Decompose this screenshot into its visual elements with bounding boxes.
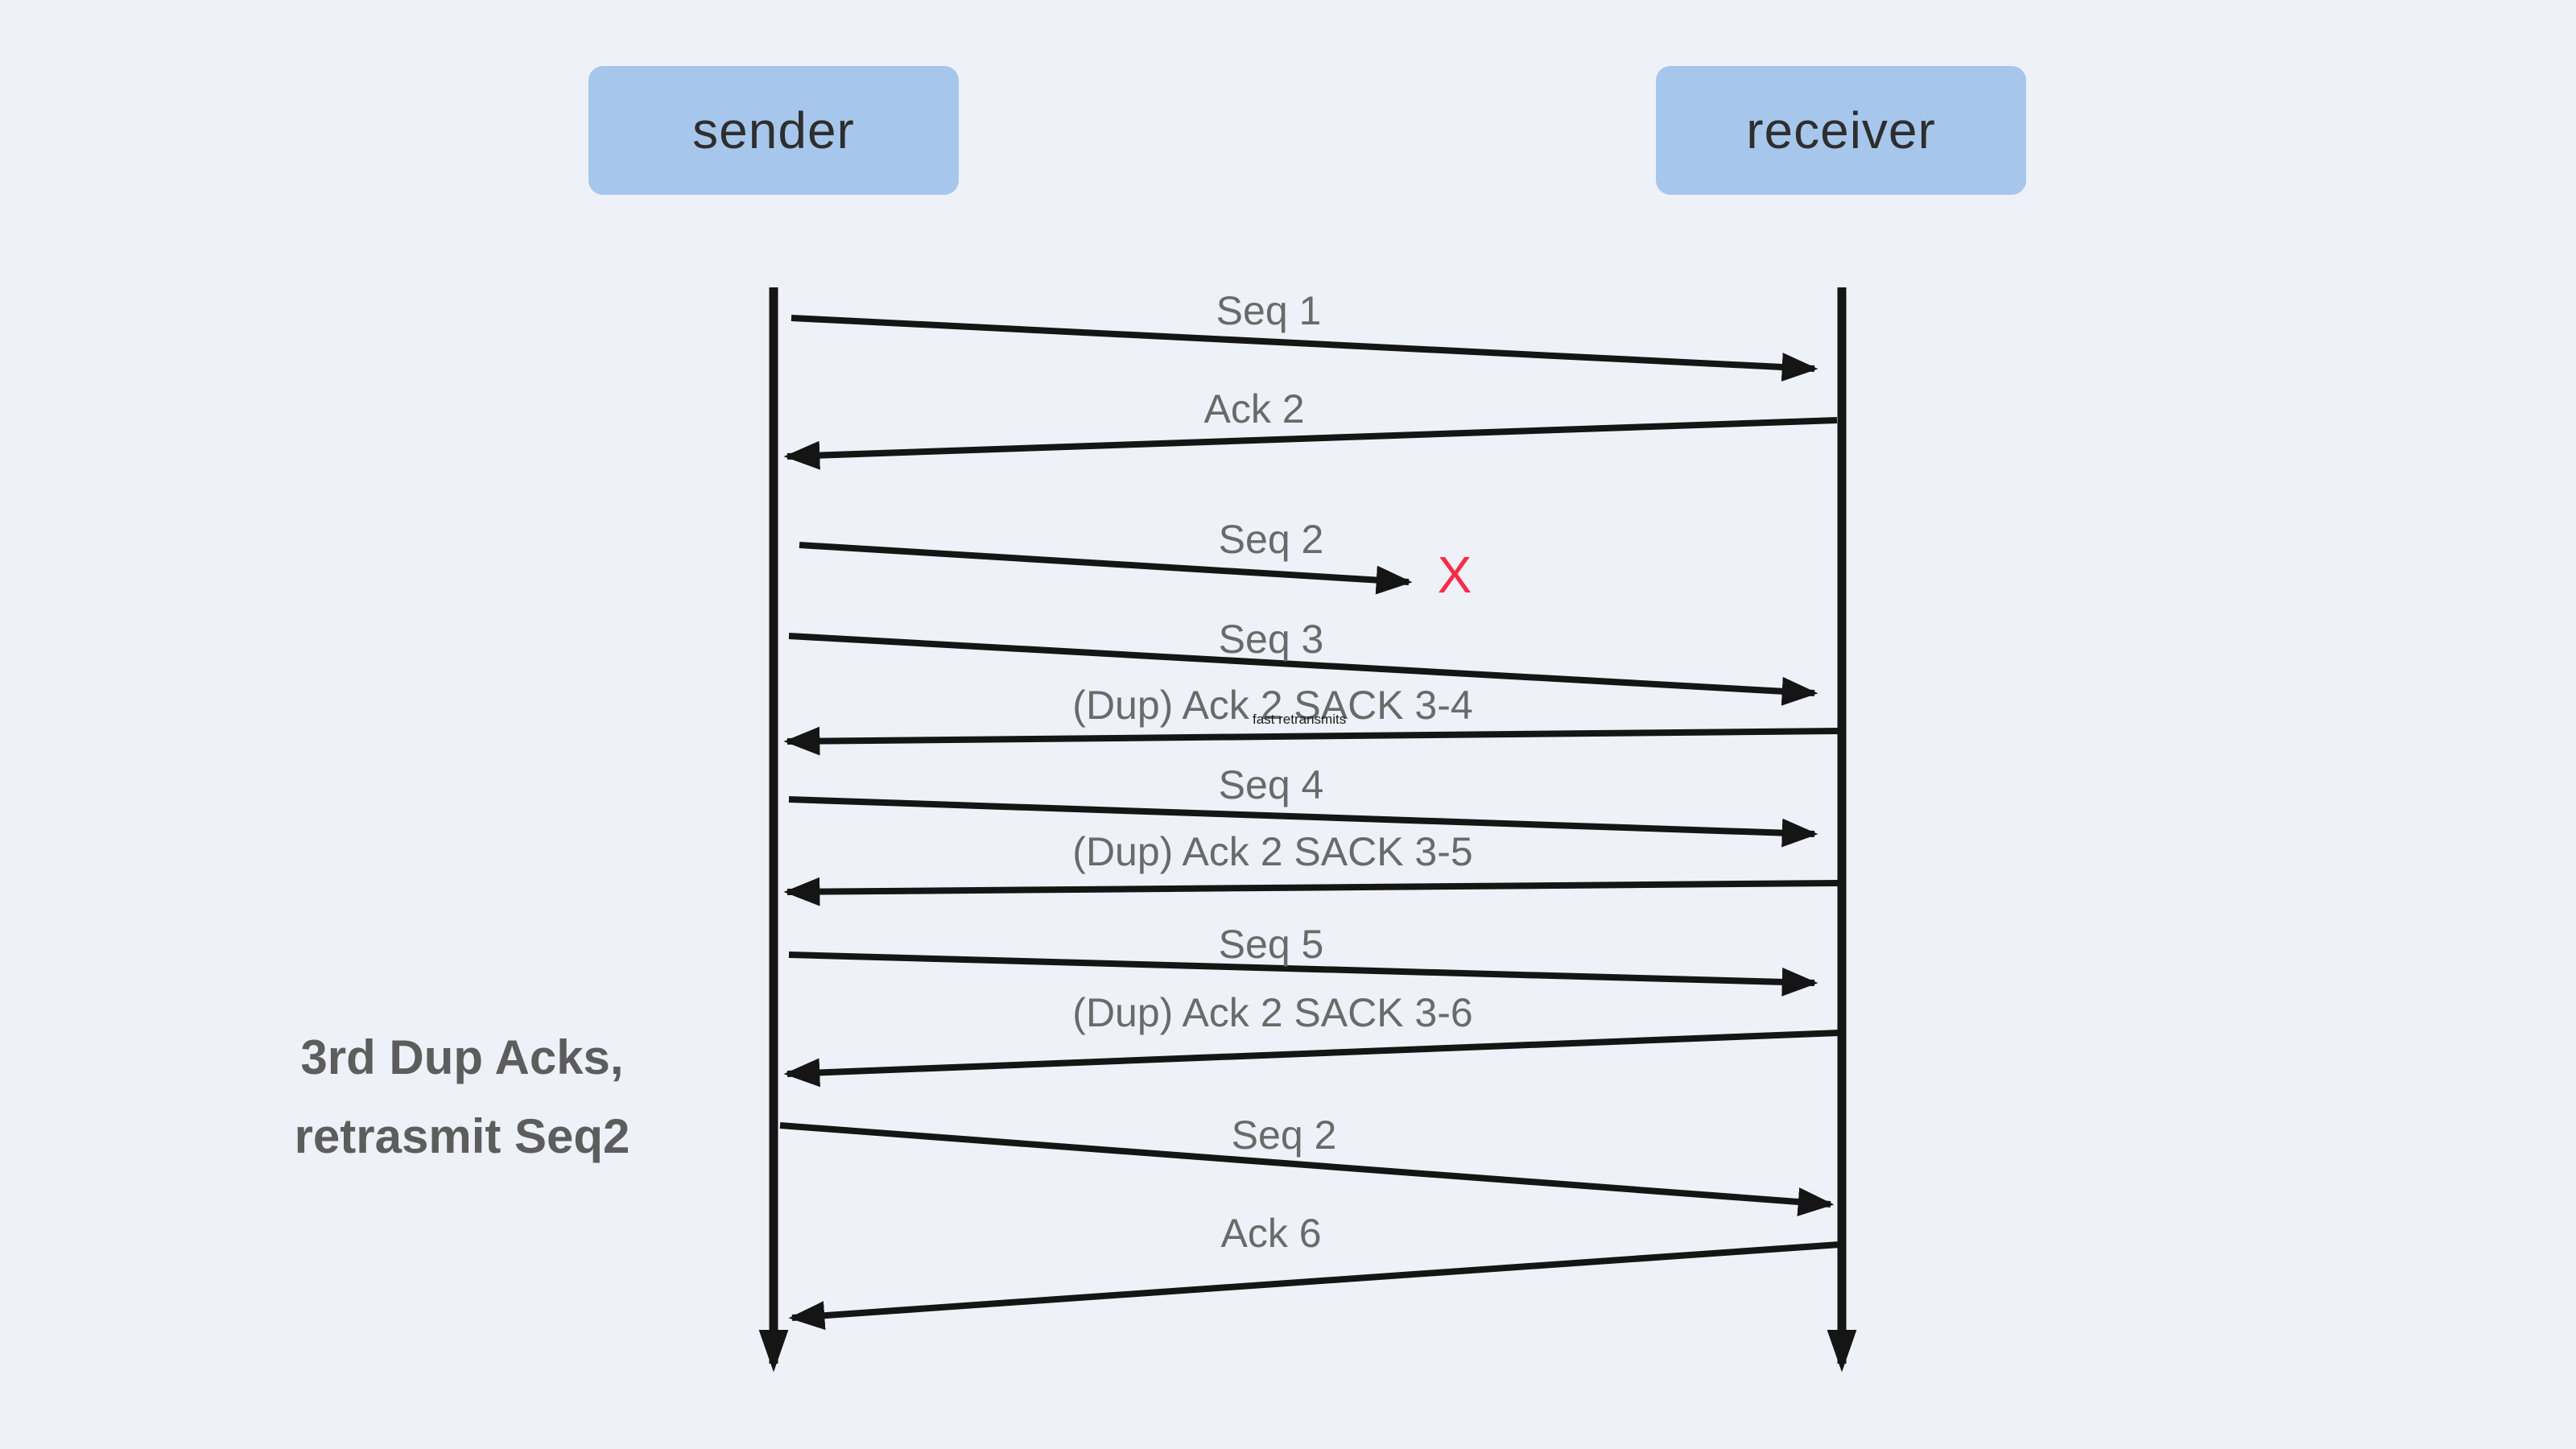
message-label: Seq 3	[1218, 617, 1324, 662]
message-arrow-receiver-to-sender	[783, 877, 1840, 906]
message-arrow-sender-to-receiver	[799, 542, 1413, 595]
message-arrow-receiver-to-sender	[783, 726, 1840, 756]
message-arrow-receiver-to-sender	[783, 1030, 1840, 1088]
message-arrow-receiver-to-sender	[783, 417, 1838, 470]
retransmit-side-note: 3rd Dup Acks, retrasmit Seq2	[295, 1018, 630, 1176]
side-note-line1: 3rd Dup Acks,	[300, 1030, 624, 1084]
message-label: Seq 5	[1218, 922, 1324, 967]
sender-actor-box: sender	[588, 66, 959, 195]
message-label: Ack 2	[1203, 386, 1305, 431]
message-label: (Dup) Ack 2 SACK 3-6	[1072, 990, 1473, 1035]
message-label: (Dup) Ack 2 SACK 3-4	[1072, 683, 1473, 728]
receiver-actor-box: receiver	[1656, 66, 2026, 195]
message-arrow-sender-to-receiver	[788, 633, 1818, 706]
message-label: Ack 6	[1220, 1211, 1322, 1256]
message-label: Seq 2	[1218, 517, 1324, 562]
message-label: Seq 1	[1216, 288, 1322, 333]
packet-loss-x-marker: X	[1437, 546, 1472, 604]
message-arrow-sender-to-receiver	[788, 952, 1818, 997]
message-label: (Dup) Ack 2 SACK 3-5	[1072, 829, 1473, 874]
message-arrow-sender-to-receiver	[779, 1122, 1835, 1216]
message-arrow-sender-to-receiver	[788, 796, 1818, 848]
fast-retransmits-annotation: fast retransmits	[1253, 712, 1347, 727]
side-note-line2: retrasmit Seq2	[294, 1109, 630, 1163]
message-label: Seq 2	[1231, 1113, 1337, 1158]
message-arrow-receiver-to-sender	[788, 1241, 1840, 1331]
message-label: Seq 4	[1218, 762, 1324, 807]
message-arrow-sender-to-receiver	[791, 315, 1818, 382]
